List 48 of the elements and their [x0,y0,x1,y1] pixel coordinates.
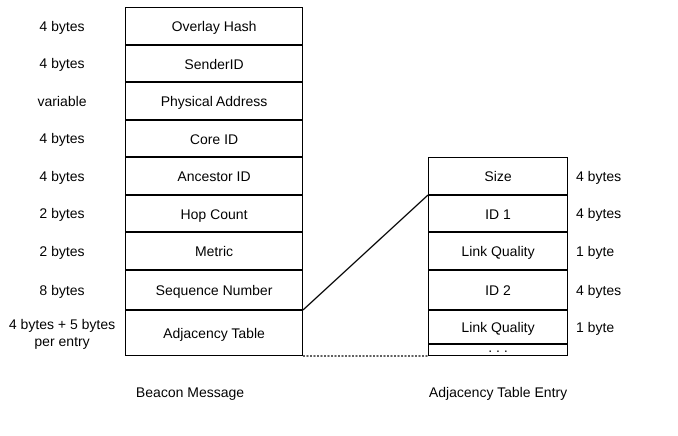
field-box [428,344,568,356]
field-box [125,157,303,195]
size-annotation: 4 bytes [38,166,86,186]
size-annotation: 8 bytes [38,280,86,300]
field-name: Sequence Number [156,282,272,298]
caption: Adjacency Table Entry [428,384,568,401]
field-box [125,45,303,82]
field-name: SenderID [184,56,244,72]
field-box [125,232,303,270]
field-name: Link Quality [461,243,535,259]
field-name: Hop Count [180,206,248,222]
field-name: Adjacency Table [163,325,265,341]
field-name: ID 2 [485,282,511,298]
size-annotation: 4 bytes [38,16,86,36]
field-box [125,310,303,356]
size-annotation: 1 byte [576,242,616,261]
field-box [125,195,303,232]
field-name: ID 1 [485,206,511,222]
field-name: Size [484,168,512,184]
field-name: Ancestor ID [177,168,251,184]
field-box [428,270,568,310]
field-name: Overlay Hash [172,18,256,34]
field-name: Link Quality [461,319,535,335]
caption: Beacon Message [134,384,246,401]
connector-line [303,355,428,357]
size-annotation: 4 bytes + 5 bytes per entry [8,315,116,351]
size-annotation: 4 bytes [38,129,86,148]
field-name: Metric [194,243,234,259]
size-annotation: variable [36,92,88,110]
size-annotation: 4 bytes [576,166,622,186]
field-name: Physical Address [160,93,268,109]
field-box [125,82,303,120]
field-name: . . . [488,342,508,352]
field-box [428,310,568,344]
field-box [125,120,303,157]
size-annotation: 4 bytes [38,54,86,73]
field-box [428,157,568,195]
size-annotation: 4 bytes [576,280,622,300]
field-box [428,195,568,232]
size-annotation: 1 byte [576,318,616,337]
field-box [428,232,568,270]
connector-line [302,194,428,310]
field-box [125,7,303,45]
field-box [125,270,303,310]
size-annotation: 4 bytes [576,204,622,223]
size-annotation: 2 bytes [38,242,86,261]
field-name: Core ID [190,130,238,146]
size-annotation: 2 bytes [38,204,86,223]
